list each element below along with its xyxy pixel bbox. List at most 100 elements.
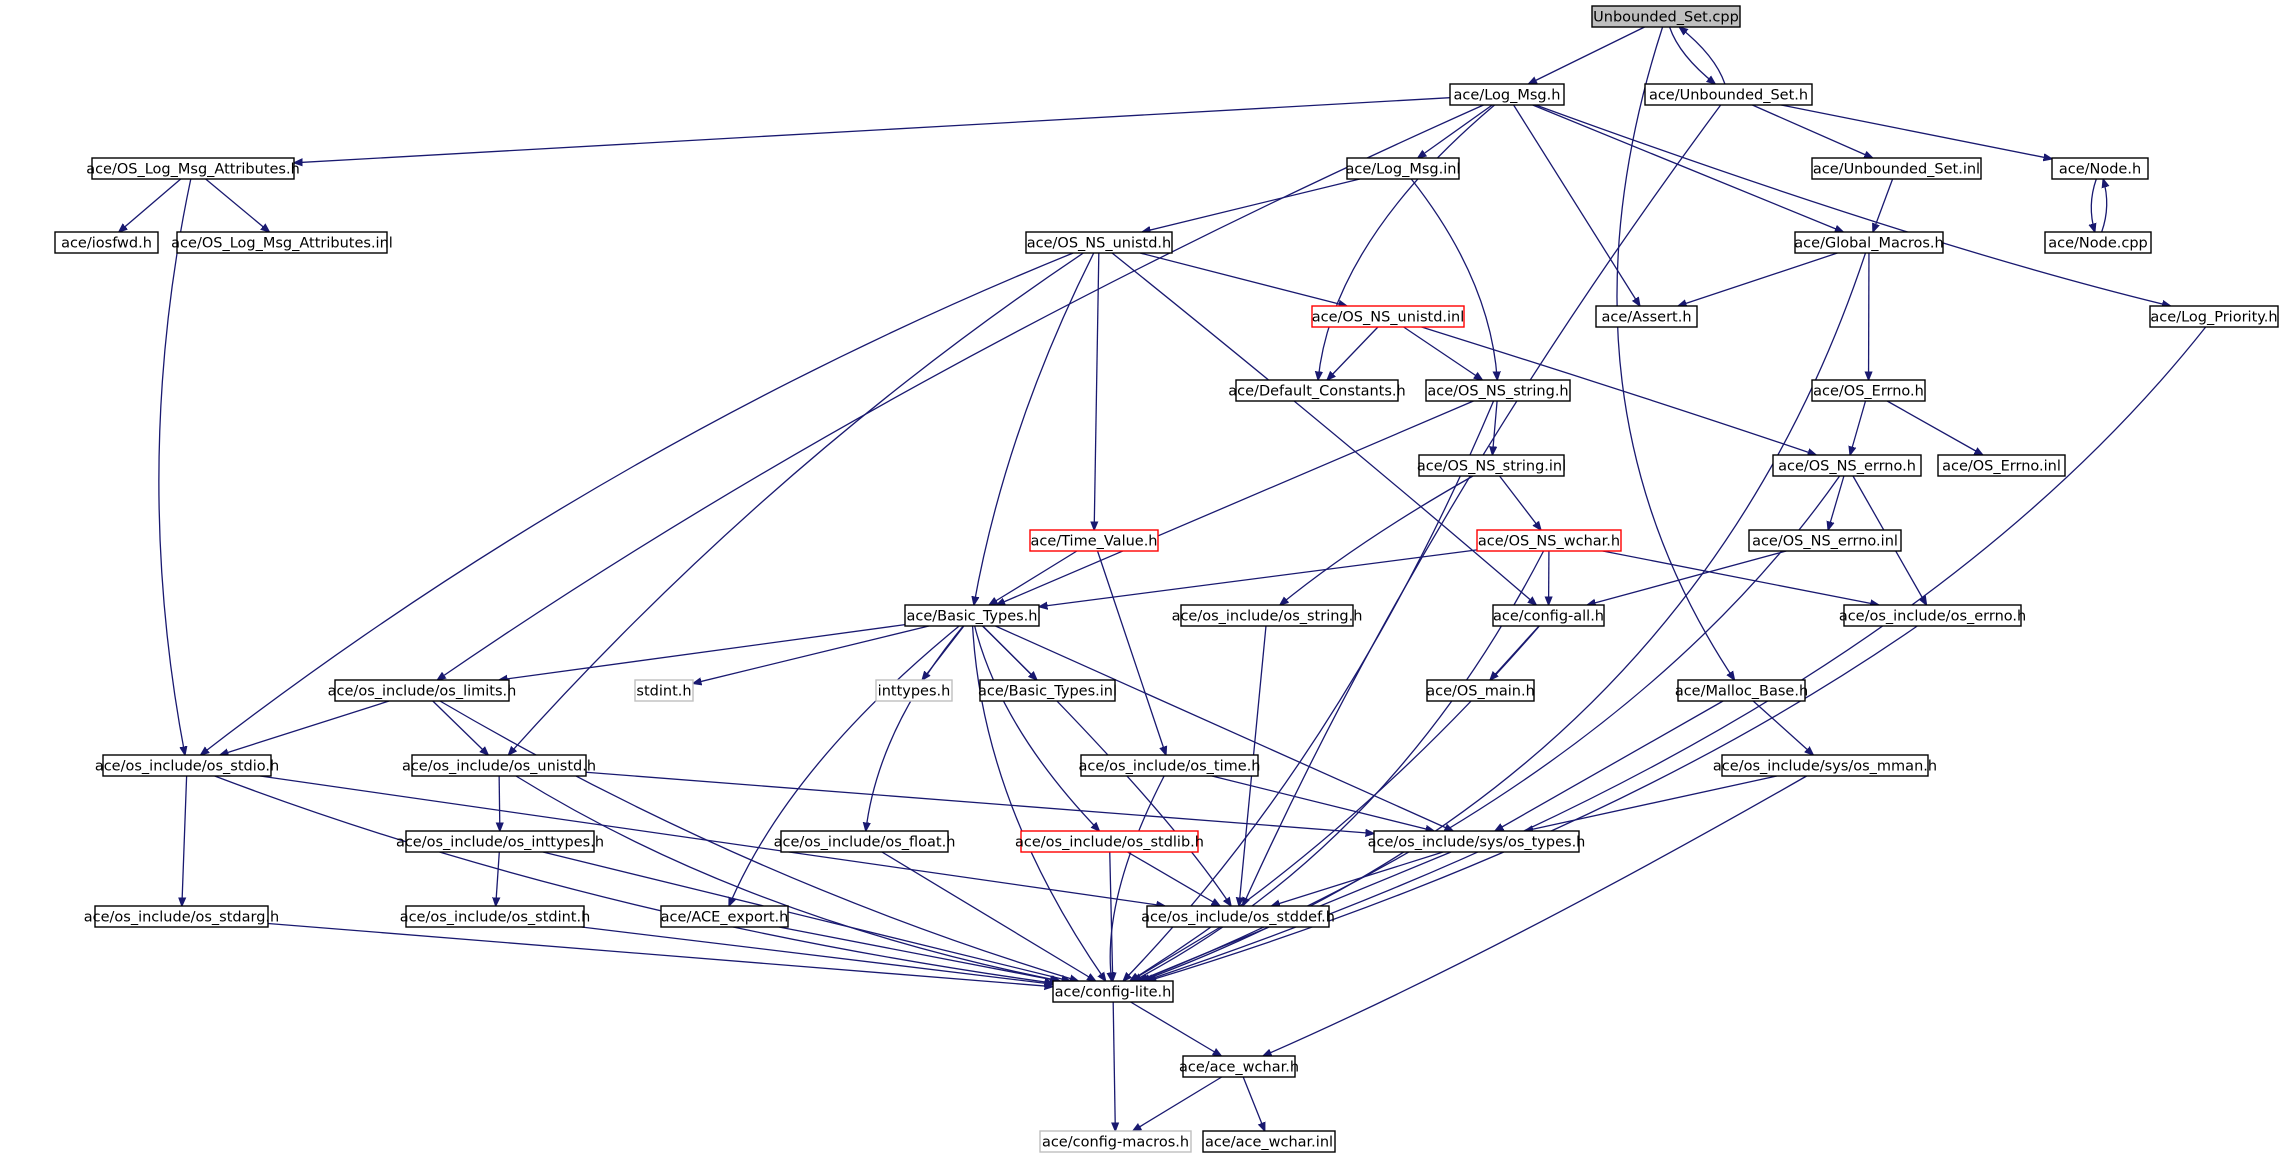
- node-box: [1025, 231, 1173, 254]
- node-ace-basic-types-h[interactable]: ace/Basic_Types.h: [904, 604, 1040, 627]
- node-label: ace/ace_wchar.h: [1179, 1060, 1299, 1076]
- node-ace-os-ns-wchar-h[interactable]: ace/OS_NS_wchar.h: [1476, 529, 1622, 552]
- node-ace-os-include-os-limits-h[interactable]: ace/os_include/os_limits.h: [328, 679, 517, 702]
- edge-ace-log-msg-h-to-ace-os-log-msg-attributes-h: [294, 97, 1451, 163]
- node-box: [634, 679, 694, 702]
- node-ace-iosfwd-h[interactable]: ace/iosfwd.h: [54, 231, 159, 254]
- node-ace-os-include-os-stdint-h[interactable]: ace/os_include/os_stdint.h: [400, 905, 591, 928]
- node-ace-default-constants-h[interactable]: ace/Default_Constants.h: [1228, 379, 1406, 402]
- node-label: ace/Assert.h: [1601, 310, 1691, 326]
- node-box: [1080, 754, 1259, 777]
- node-ace-time-value-h[interactable]: ace/Time_Value.h: [1029, 529, 1159, 552]
- node-box: [1426, 679, 1535, 702]
- node-ace-os-include-os-inttypes-h[interactable]: ace/os_include/os_inttypes.h: [396, 830, 604, 853]
- node-ace-os-include-os-errno-h[interactable]: ace/os_include/os_errno.h: [1839, 604, 2026, 627]
- node-label: ace/Log_Priority.h: [2150, 310, 2277, 326]
- node-ace-unbounded-set-h[interactable]: ace/Unbounded_Set.h: [1644, 83, 1813, 106]
- node-ace-log-msg-h[interactable]: ace/Log_Msg.h: [1449, 83, 1565, 106]
- node-ace-config-all-h[interactable]: ace/config-all.h: [1492, 604, 1605, 627]
- node-ace-log-priority-h[interactable]: ace/Log_Priority.h: [2149, 305, 2279, 328]
- node-label: ace/OS_NS_string.inl: [1417, 459, 1566, 475]
- node-label: ace/config-lite.h: [1055, 985, 1172, 1001]
- node-box: [780, 830, 949, 853]
- node-ace-os-include-os-unistd-h[interactable]: ace/os_include/os_unistd.h: [402, 754, 596, 777]
- node-ace-os-include-os-time-h[interactable]: ace/os_include/os_time.h: [1079, 754, 1261, 777]
- node-ace-node-cpp[interactable]: ace/Node.cpp: [2044, 231, 2152, 254]
- node-ace-os-ns-unistd-inl[interactable]: ace/OS_NS_unistd.inl: [1311, 305, 1465, 328]
- node-ace-os-include-sys-os-mman-h[interactable]: ace/os_include/sys/os_mman.h: [1713, 754, 1937, 777]
- node-label: ace/os_include/os_unistd.h: [402, 759, 596, 775]
- edge-ace-unbounded-set-h-to-ace-os-include-os-stddef-h: [1243, 104, 1722, 906]
- node-ace-malloc-base-h[interactable]: ace/Malloc_Base.h: [1675, 679, 1808, 702]
- edge-ace-log-msg-h-to-ace-os-include-os-limits-h: [437, 104, 1484, 680]
- node-ace-ace-wchar-h[interactable]: ace/ace_wchar.h: [1179, 1055, 1299, 1078]
- node-ace-os-include-sys-os-types-h[interactable]: ace/os_include/sys/os_types.h: [1368, 830, 1586, 853]
- node-label: ace/OS_main.h: [1426, 684, 1535, 700]
- edge-ace-os-include-os-errno-h-to-ace-config-lite-h: [1148, 625, 1918, 981]
- edge-ace-basic-types-h-to-ace-os-include-sys-os-types-h: [995, 625, 1453, 831]
- node-ace-node-h[interactable]: ace/Node.h: [2051, 157, 2149, 180]
- node-ace-ace-wchar-inl[interactable]: ace/ace_wchar.inl: [1202, 1130, 1336, 1153]
- node-ace-os-include-os-stdlib-h[interactable]: ace/os_include/os_stdlib.h: [1015, 830, 1204, 853]
- edge-ace-config-lite-h-to-ace-ace-wchar-h: [1130, 1001, 1222, 1056]
- node-label: ace/Global_Macros.h: [1794, 236, 1943, 252]
- node-ace-os-ns-errno-inl[interactable]: ace/OS_NS_errno.inl: [1748, 529, 1902, 552]
- node-box: [102, 754, 272, 777]
- node-ace-global-macros-h[interactable]: ace/Global_Macros.h: [1794, 231, 1944, 254]
- edge-ace-os-include-sys-os-mman-h-to-ace-os-include-sys-os-types-h: [1525, 775, 1777, 831]
- node-ace-ace-export-h[interactable]: ace/ACE_export.h: [660, 905, 789, 928]
- edge-ace-os-ns-string-inl-to-ace-os-ns-wchar-h: [1499, 475, 1541, 530]
- edge-ace-basic-types-h-to-ace-os-include-os-limits-h: [499, 623, 906, 680]
- node-label: ace/OS_NS_unistd.h: [1027, 236, 1171, 252]
- node-ace-os-log-msg-attributes-inl[interactable]: ace/OS_Log_Msg_Attributes.inl: [171, 231, 393, 254]
- node-label: ace/os_include/os_string.h: [1172, 609, 1363, 625]
- edge-ace-os-ns-unistd-h-to-ace-config-all-h: [1111, 252, 1536, 605]
- node-ace-config-lite-h[interactable]: ace/config-lite.h: [1052, 980, 1174, 1003]
- node-ace-unbounded-set-inl[interactable]: ace/Unbounded_Set.inl: [1811, 157, 1982, 180]
- edge-ace-os-ns-errno-h-to-ace-config-lite-h: [1139, 475, 1841, 981]
- edge-ace-os-ns-wchar-h-to-ace-basic-types-h: [1039, 549, 1478, 607]
- node-box: [875, 679, 953, 702]
- node-box: [2044, 231, 2152, 254]
- node-label: ace/Log_Msg.inl: [1346, 162, 1461, 178]
- edge-ace-os-include-os-stdlib-h-to-ace-os-include-os-stddef-h: [1127, 851, 1220, 906]
- node-ace-os-include-os-float-h[interactable]: ace/os_include/os_float.h: [774, 830, 956, 853]
- node-box: [1020, 830, 1199, 853]
- node-ace-os-errno-inl[interactable]: ace/OS_Errno.inl: [1937, 454, 2066, 477]
- node-inttypes-h[interactable]: inttypes.h: [875, 679, 953, 702]
- edge-ace-os-include-sys-os-mman-h-to-ace-ace-wchar-h: [1263, 775, 1807, 1056]
- edge-ace-time-value-h-to-ace-basic-types-h: [989, 550, 1078, 605]
- node-ace-os-ns-unistd-h[interactable]: ace/OS_NS_unistd.h: [1025, 231, 1173, 254]
- edge-ace-os-ns-string-h-to-ace-basic-types-h: [997, 400, 1474, 605]
- edge-ace-os-include-os-float-h-to-ace-config-lite-h: [881, 851, 1096, 981]
- node-ace-os-ns-string-inl[interactable]: ace/OS_NS_string.inl: [1417, 454, 1566, 477]
- node-label: stdint.h: [636, 684, 691, 700]
- node-label: ace/config-macros.h: [1042, 1135, 1189, 1151]
- node-ace-os-include-os-stdio-h[interactable]: ace/os_include/os_stdio.h: [95, 754, 279, 777]
- node-box: [1794, 231, 1944, 254]
- node-ace-basic-types-inl[interactable]: ace/Basic_Types.inl: [978, 679, 1117, 702]
- node-ace-os-include-os-stddef-h[interactable]: ace/os_include/os_stddef.h: [1141, 905, 1335, 928]
- node-box: [405, 905, 585, 928]
- edge-ace-os-ns-unistd-h-to-ace-time-value-h: [1094, 252, 1100, 530]
- node-ace-config-macros-h[interactable]: ace/config-macros.h: [1039, 1130, 1192, 1153]
- node-ace-log-msg-inl[interactable]: ace/Log_Msg.inl: [1346, 157, 1461, 180]
- edge-ace-os-include-os-time-h-to-ace-config-lite-h: [1110, 775, 1165, 981]
- edge-ace-os-ns-unistd-h-to-ace-os-include-os-stdio-h: [201, 252, 1074, 755]
- node-box: [1748, 529, 1902, 552]
- node-ace-os-include-os-string-h[interactable]: ace/os_include/os_string.h: [1172, 604, 1363, 627]
- node-stdint-h[interactable]: stdint.h: [634, 679, 694, 702]
- node-box: [1202, 1130, 1336, 1153]
- node-ace-os-errno-h[interactable]: ace/OS_Errno.h: [1811, 379, 1926, 402]
- node-ace-os-ns-errno-h[interactable]: ace/OS_NS_errno.h: [1772, 454, 1922, 477]
- node-box: [176, 231, 388, 254]
- node-box: [1346, 157, 1460, 180]
- node-ace-os-include-os-stdarg-h[interactable]: ace/os_include/os_stdarg.h: [84, 905, 279, 928]
- node-ace-os-main-h[interactable]: ace/OS_main.h: [1426, 679, 1535, 702]
- node-ace-os-log-msg-attributes-h[interactable]: ace/OS_Log_Msg_Attributes.h: [86, 157, 300, 180]
- edge-ace-os-include-os-limits-h-to-ace-os-include-os-stdio-h: [220, 700, 390, 755]
- node-ace-os-ns-string-h[interactable]: ace/OS_NS_string.h: [1425, 379, 1571, 402]
- node-ace-assert-h[interactable]: ace/Assert.h: [1595, 305, 1698, 328]
- node-label: ace/Log_Msg.h: [1454, 88, 1561, 104]
